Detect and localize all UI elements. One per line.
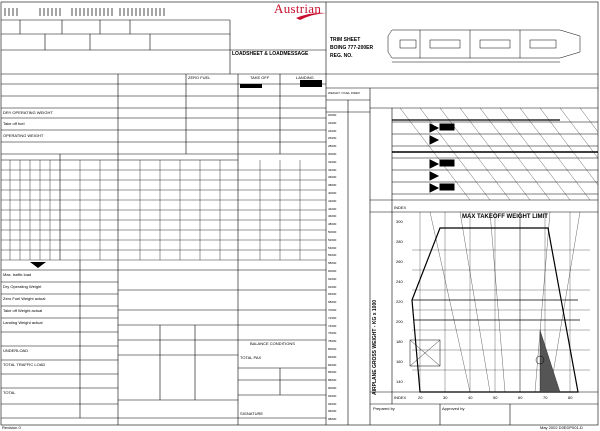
form-title: LOADSHEET & LOADMESSAGE	[232, 51, 309, 57]
index-table-row: 52000	[328, 237, 337, 242]
index-table-row: 44000	[328, 206, 337, 211]
underload-label: UNDERLOAD	[3, 348, 29, 353]
total-label: TOTAL	[3, 390, 16, 395]
index-table-row: 36000	[328, 175, 337, 180]
index-table-row: 32000	[328, 159, 337, 164]
index-table-row: 76000	[328, 331, 337, 336]
takeoff-label: TAKE OFF	[250, 75, 270, 80]
index-table-row: 24000	[328, 128, 337, 133]
trim-sheet-title: TRIM SHEET	[330, 37, 361, 43]
index-table-row: 66000	[328, 292, 337, 297]
index-table-row: 62000	[328, 276, 337, 281]
index-table-row: 92000	[328, 393, 337, 398]
weight-tick: 180	[396, 339, 403, 344]
index-table-row: 46000	[328, 214, 337, 219]
aircraft-type: BOING 777-200ER	[330, 45, 374, 51]
zfw-actual-label: Zero Fuel Weight actual	[3, 296, 46, 301]
index-table-row: 74000	[328, 323, 337, 328]
operating-weight-label: OPERATING WEIGHT	[3, 133, 44, 138]
registration-label: REG. NO.	[330, 53, 353, 59]
tow-actual-label: Take off Weight actual	[3, 308, 43, 313]
index-tick: 20	[418, 395, 423, 400]
weight-tick: 300	[396, 219, 403, 224]
index-table-row: 98000	[328, 417, 337, 422]
logo-swoosh-icon	[296, 12, 326, 20]
index-axis-label-bottom: INDEX	[394, 395, 407, 400]
index-table-row: 68000	[328, 300, 337, 305]
index-table-row: 86000	[328, 370, 337, 375]
index-tick: 30	[443, 395, 448, 400]
index-table-row: 72000	[328, 315, 337, 320]
index-tick: 50	[493, 395, 498, 400]
balance-conditions-label: BALANCE CONDITIONS	[250, 341, 295, 346]
weight-tick: 200	[396, 319, 403, 324]
index-table-row: 84000	[328, 362, 337, 367]
index-table-row: 30000	[328, 152, 337, 156]
index-table-row: 48000	[328, 222, 337, 227]
weight-tick: 160	[396, 359, 403, 364]
index-table-row: 54000	[328, 245, 337, 250]
index-table-row: 80000	[328, 347, 337, 351]
index-tick: 70	[543, 395, 548, 400]
austrian-logo: Austrian	[274, 1, 322, 16]
index-table-row: 34000	[328, 167, 337, 172]
weight-tick: 140	[396, 379, 403, 384]
max-traffic-load-label: Max. traffic load	[3, 272, 32, 277]
prepared-by-label: Prepared by	[373, 406, 395, 411]
weight-tick: 240	[396, 279, 403, 284]
zero-fuel-label: ZERO FUEL	[188, 75, 211, 80]
approved-by-label: Approved by	[442, 406, 465, 411]
weight-tick: 280	[396, 239, 403, 244]
dry-operating-weight-label: DRY OPERATING WEIGHT	[3, 110, 53, 115]
index-tick: 60	[518, 395, 523, 400]
index-table-row: 58000	[328, 261, 337, 266]
index-tick: 80	[568, 395, 573, 400]
weight-tick: 220	[396, 299, 403, 304]
index-tick: 40	[468, 395, 473, 400]
landing-label: LANDING	[296, 75, 314, 80]
index-table-row: 26000	[328, 136, 337, 141]
index-table-row: 40000	[328, 191, 337, 195]
index-table-row: 82000	[328, 354, 337, 359]
index-table-row: 64000	[328, 284, 337, 289]
index-table-row: 70000	[328, 308, 337, 312]
index-table-row: 78000	[328, 339, 337, 344]
index-table-row: 38000	[328, 183, 337, 188]
index-table-row: 60000	[328, 269, 337, 273]
index-table-row: 94000	[328, 401, 337, 406]
total-traffic-load-label: TOTAL TRAFFIC LOAD	[3, 362, 46, 367]
weight-axis-label: AIRPLANE GROSS WEIGHT - KG x 1000	[372, 299, 378, 395]
dry-op-weight-2-label: Dry Operating Weight	[3, 284, 42, 289]
index-table-row: 90000	[328, 386, 337, 390]
index-table-row: 56000	[328, 253, 337, 258]
index-table-header: WEIGHT / FUEL INDEX	[328, 91, 361, 95]
envelope-title: MAX TAKEOFF WEIGHT LIMIT	[462, 214, 548, 220]
take-off-fuel-label: Take off fuel	[3, 121, 25, 126]
index-table-row: 88000	[328, 378, 337, 383]
index-table-row: 42000	[328, 198, 337, 203]
footer-reference: May 2002 D0EDP001-D	[540, 425, 583, 430]
total-pax-label: TOTAL PAX	[240, 355, 262, 360]
index-axis-label: INDEX	[394, 205, 407, 210]
index-table-row: 22000	[328, 120, 337, 125]
signature-label: SIGNATURE	[240, 411, 264, 416]
revision-label: Revision 0	[2, 425, 21, 430]
index-table-row: 50000	[328, 230, 337, 234]
ldw-actual-label: Landing Weight actual	[3, 320, 43, 325]
index-table-row: 28000	[328, 144, 337, 149]
index-table-row: 96000	[328, 409, 337, 414]
weight-tick: 260	[396, 259, 403, 264]
index-table-row: 20000	[328, 113, 337, 117]
